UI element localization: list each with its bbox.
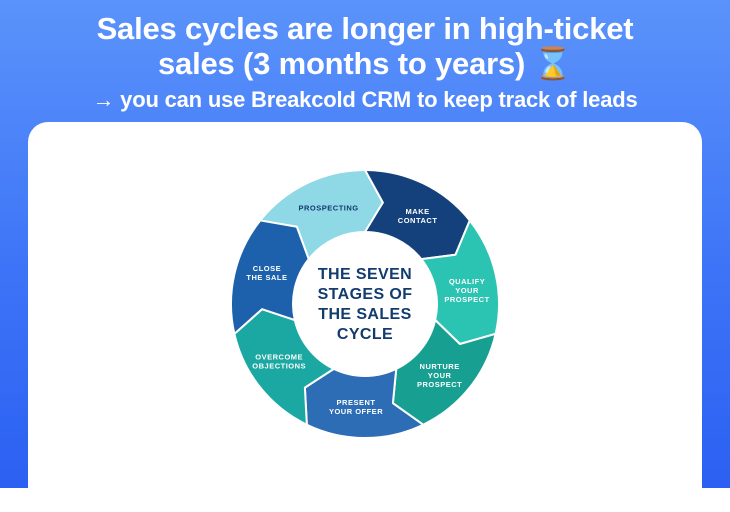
subtitle: → you can use Breakcold CRM to keep trac… bbox=[92, 87, 638, 113]
headline: Sales cycles are longer in high-ticket s… bbox=[0, 11, 730, 81]
headline-line-1: Sales cycles are longer in high-ticket bbox=[96, 11, 634, 46]
header: Sales cycles are longer in high-ticket s… bbox=[0, 0, 730, 113]
cycle-segment-close-the-sale bbox=[230, 219, 310, 335]
cycle-segment-label: PROSPECTING bbox=[299, 204, 359, 213]
headline-line-2: sales (3 months to years) ⌛ bbox=[158, 45, 572, 81]
